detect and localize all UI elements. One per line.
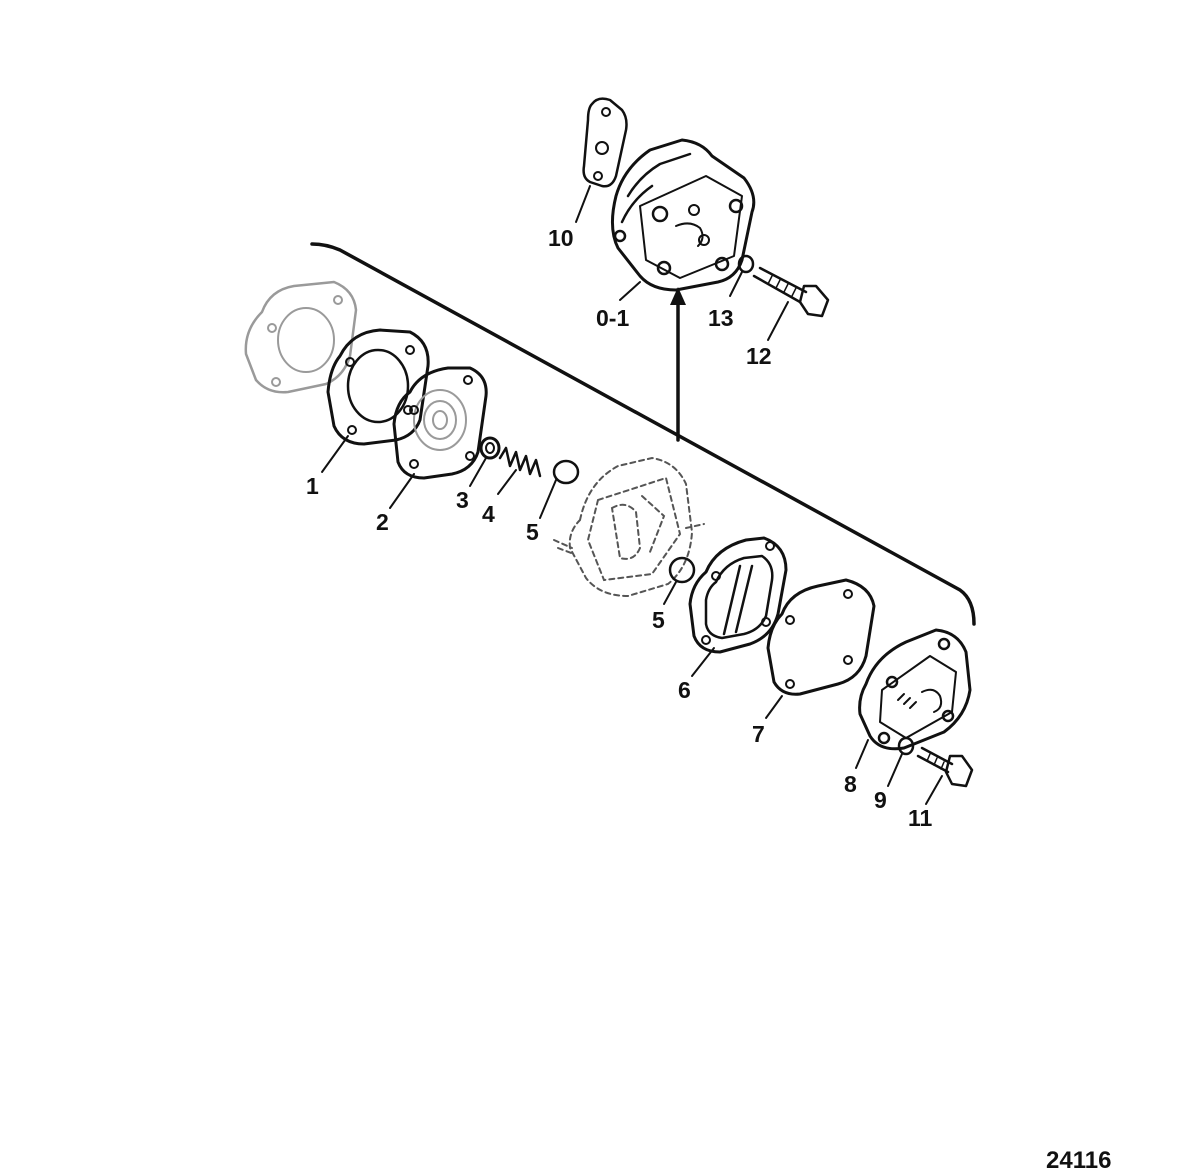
callout-10: 11	[908, 805, 933, 831]
callout-7: 7	[752, 721, 765, 747]
washer-part-9	[897, 736, 915, 756]
callout-0-1: 0-1	[596, 305, 629, 331]
assembly-bracket	[310, 242, 976, 626]
check-valve-part-5-first	[552, 459, 580, 485]
callout-3: 3	[456, 487, 469, 513]
callout-11: 10	[548, 225, 574, 251]
gasket-part-11	[582, 97, 628, 188]
callout-2: 2	[376, 509, 389, 535]
leader-lines	[321, 185, 943, 805]
diaphragm-part-7	[766, 578, 876, 696]
callout-4: 4	[482, 501, 495, 527]
callout-5-second: 5	[652, 607, 665, 633]
callout-5-first: 5	[526, 519, 539, 545]
callout-6: 6	[678, 677, 691, 703]
diaphragm-part-2	[392, 366, 488, 480]
callout-8: 8	[844, 771, 857, 797]
assembly-arrow-head	[670, 287, 686, 305]
bolt-part-12	[752, 266, 830, 318]
check-valve-part-5-second	[668, 556, 696, 584]
spring-cap-part-3	[479, 436, 501, 460]
gasket-part-1	[326, 328, 430, 446]
callout-13: 13	[708, 305, 734, 331]
reference-housing-ghost	[244, 280, 358, 394]
callout-9: 9	[874, 787, 887, 813]
screw-part-10	[916, 746, 974, 788]
cover-part-8	[858, 628, 972, 751]
figure-number: 24116	[1046, 1147, 1111, 1174]
callout-12: 12	[746, 343, 772, 369]
washer-part-13	[737, 254, 755, 274]
pump-body-phantom	[553, 456, 705, 598]
gasket-part-6	[688, 536, 788, 654]
callout-1: 1	[306, 473, 319, 499]
spring-part-4	[498, 446, 542, 478]
fuel-pump-assembly-0-1	[611, 138, 756, 292]
